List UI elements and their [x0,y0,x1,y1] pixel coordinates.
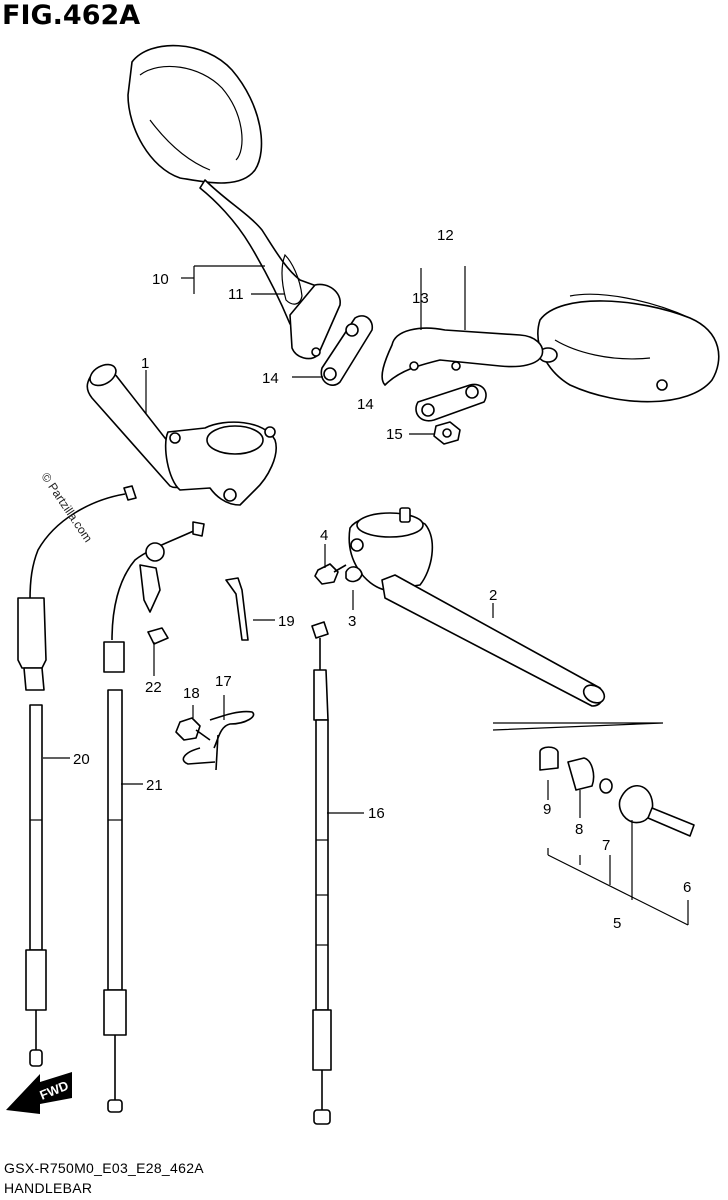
callout-15: 15 [386,426,403,443]
washer-3 [345,566,363,583]
right-mirror [381,293,720,403]
callout-20: 20 [73,751,90,768]
fwd-arrow: FWD [6,1072,72,1114]
callout-7: 7 [602,837,610,854]
cable-21 [103,521,205,1113]
mirror-plate-right [415,383,487,422]
handlebar-right [348,507,606,707]
callout-12: 12 [437,227,454,244]
clamp-17 [182,710,255,771]
callout-14a: 14 [262,370,279,387]
callout-8: 8 [575,821,583,838]
screw-4 [314,563,347,585]
callout-9: 9 [543,801,551,818]
mirror-nut [433,421,461,445]
figure-title: FIG.462A [2,0,141,31]
callout-2: 2 [489,587,497,604]
bracket-22 [139,564,169,645]
callout-22: 22 [145,679,162,696]
callout-17: 17 [215,673,232,690]
callout-4: 4 [320,527,328,544]
callout-21: 21 [146,777,163,794]
callout-labels: 1 2 3 4 5 6 7 8 9 10 11 12 13 14 14 15 1… [73,227,691,932]
callout-1: 1 [141,355,149,372]
figure-code: GSX-R750M0_E03_E28_462A [4,1160,204,1176]
callout-16: 16 [368,805,385,822]
mirror-plate-left [320,315,374,386]
callout-10: 10 [152,271,169,288]
callout-14b: 14 [357,396,374,413]
callout-3: 3 [348,613,356,630]
callout-5: 5 [613,915,621,932]
callout-19: 19 [278,613,295,630]
cable-16 [311,621,332,1125]
callout-18: 18 [183,685,200,702]
callout-6: 6 [683,879,691,896]
callout-13: 13 [412,290,429,307]
figure-name: HANDLEBAR [4,1180,93,1196]
callout-11: 11 [228,286,244,303]
clamp-19 [225,577,249,641]
cable-20 [17,485,137,1067]
bolt-18 [175,717,211,741]
leader-lines [43,265,581,818]
left-mirror [127,44,341,360]
bar-end-set [492,722,695,926]
handlebar-left [86,363,277,506]
